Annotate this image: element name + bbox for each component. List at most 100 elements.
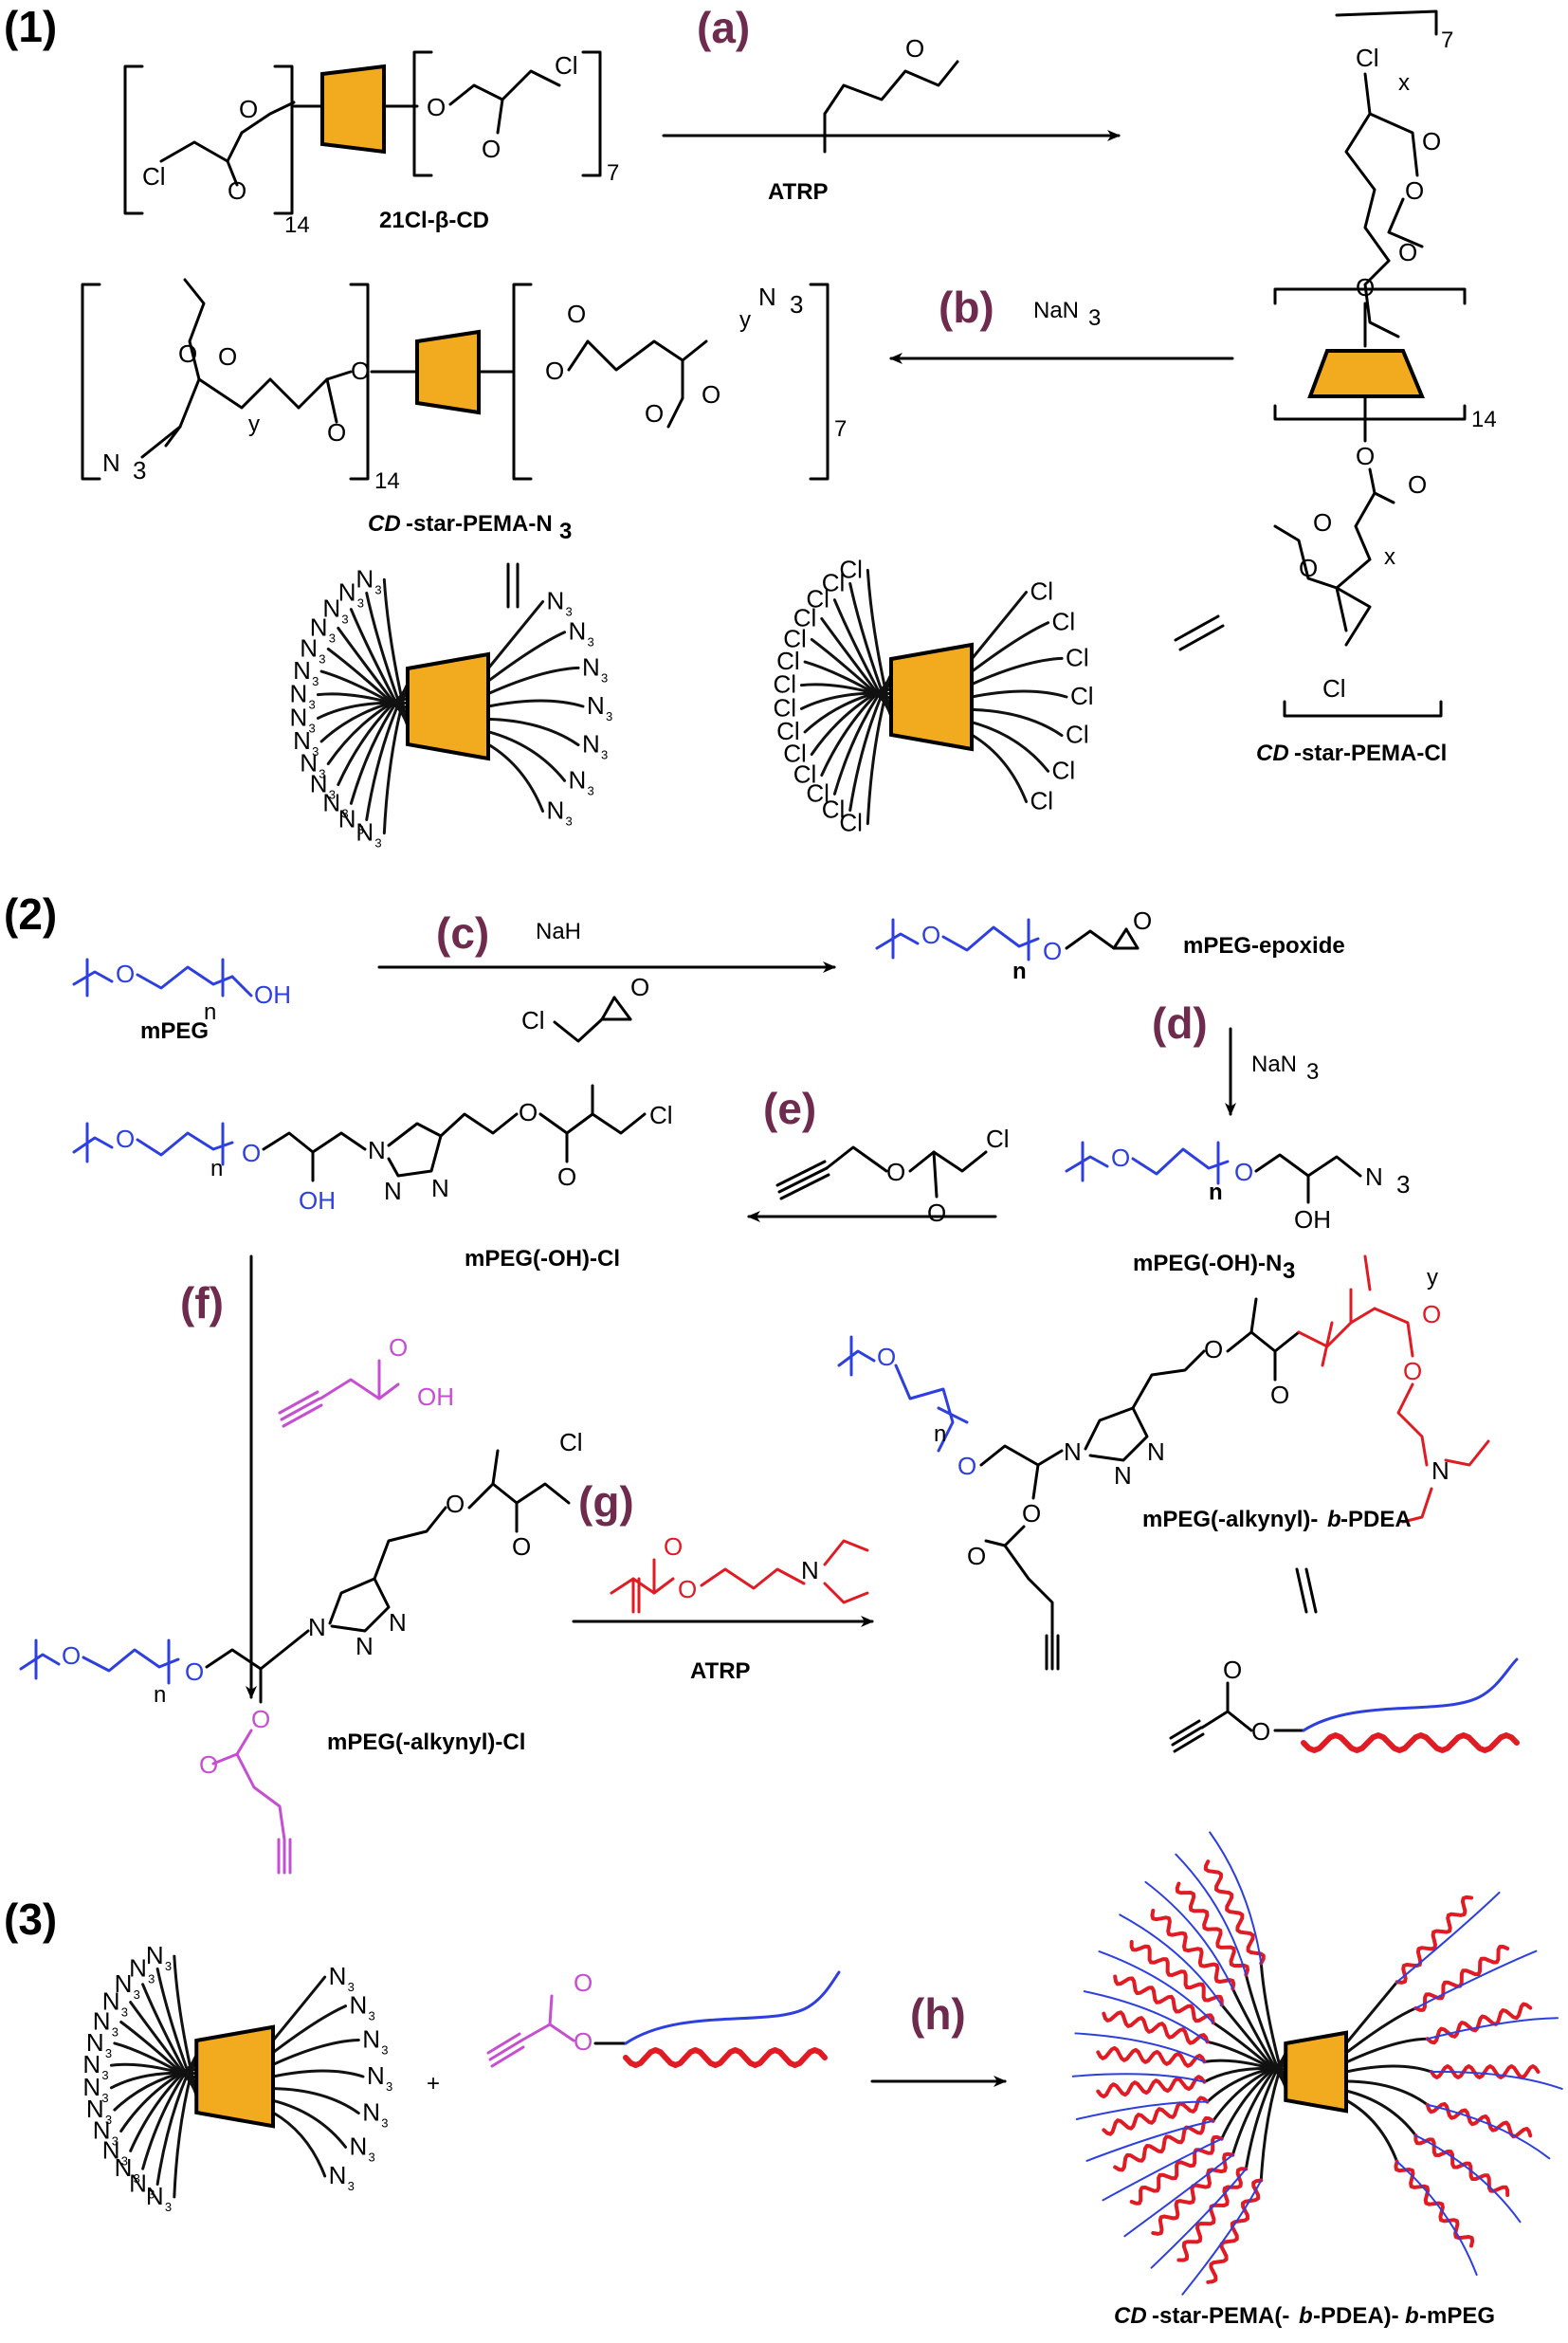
pdea-chain <box>1096 2045 1207 2068</box>
arm-end-label: N <box>310 770 328 798</box>
peg-chain <box>1083 1990 1209 2043</box>
atom-n: N <box>1147 1437 1165 1466</box>
atom-o: O <box>545 357 564 385</box>
cd-core <box>889 642 974 752</box>
atom-o: O <box>218 342 237 371</box>
atom-n: N <box>1064 1437 1082 1466</box>
repeat-y: y <box>248 412 260 437</box>
arm-end-sub: 3 <box>319 767 325 781</box>
block-name-b: b <box>1327 1507 1341 1532</box>
arm-end-label: N <box>293 656 311 685</box>
peg-chain <box>1119 1913 1223 2006</box>
arm-end-label: N <box>82 2073 100 2101</box>
arm-end-label: Cl <box>1030 577 1054 606</box>
arm-end-label: N <box>322 595 340 623</box>
arm-end-sub: 3 <box>381 2116 388 2131</box>
arm-end-sub: 3 <box>348 1980 355 1994</box>
arm-end-sub: 3 <box>381 2042 388 2057</box>
atom-o: O <box>116 1125 135 1153</box>
block-name-post: -PDEA <box>1340 1507 1412 1532</box>
arm-end-sub: 3 <box>308 721 315 735</box>
atom-o: O <box>242 1139 261 1167</box>
atom-n: N <box>1431 1456 1449 1485</box>
arm-end-sub: 3 <box>588 635 594 650</box>
arm-end-label: N <box>547 587 565 615</box>
arm-end-label: N <box>102 1987 120 2016</box>
mpeg-oh-n3-name: mPEG(-OH)-N <box>1133 1251 1282 1276</box>
atom-o: O <box>886 1158 905 1186</box>
polymer-arm <box>1344 2079 1430 2107</box>
cd-star-n3-name-sub: 3 <box>559 519 572 544</box>
mpeg-oh-n3-structure: O n O OH N 3 mPEG(-OH)-N 3 <box>1065 1141 1410 1284</box>
arm-end-label: N <box>322 788 340 816</box>
arm-end-label: N <box>115 1969 133 1998</box>
reagent-nan3-sub: 3 <box>1088 305 1101 331</box>
arm-end-label: N <box>350 1991 368 2020</box>
step-label-e: (e) <box>763 1084 816 1133</box>
polymer-arm <box>970 591 1029 661</box>
arm-end-sub: 3 <box>165 2200 172 2214</box>
polymer-arm <box>271 2087 360 2115</box>
atom-o: O <box>957 1452 976 1480</box>
atom-n: N <box>801 1556 819 1584</box>
repeat-n: n <box>204 999 216 1025</box>
arm-end-sub: 3 <box>588 783 594 797</box>
cd-star-n3-name-prefix: CD <box>368 511 401 537</box>
pdea-chain <box>1395 1895 1473 1985</box>
polymer-arm <box>970 721 1050 773</box>
pdea-chain <box>1413 2133 1510 2197</box>
arm-end-sub: 3 <box>566 605 573 619</box>
arm-end-sub: 3 <box>329 788 336 802</box>
atom-o: O <box>645 399 664 428</box>
equals-mark <box>1304 1567 1318 1614</box>
arm-end-sub: 3 <box>348 2179 355 2193</box>
polymer-arm <box>271 2111 327 2178</box>
pdea-chain <box>1129 1940 1224 2007</box>
mpeg-alkynyl-cl-structure: O n O O O N N N O O Cl mPEG(-alkynyl)-Cl <box>19 1428 583 1875</box>
peg-chain <box>1074 2032 1206 2063</box>
polymer-arm <box>1344 2064 1433 2074</box>
atom-o: O <box>239 95 258 123</box>
cd-core <box>1307 349 1425 398</box>
repeat-y: y <box>1427 1265 1438 1290</box>
atom-o: O <box>1403 1357 1422 1385</box>
peg-chain <box>1426 2103 1551 2160</box>
polymer-arm <box>1344 2006 1417 2055</box>
arm-end-label: N <box>362 2098 380 2127</box>
arm-end-sub: 3 <box>148 1971 155 1986</box>
arm-end-label: N <box>310 613 328 641</box>
arm-end-label: N <box>569 765 587 794</box>
arm-end-label: N <box>362 2024 380 2053</box>
arm-end-label: N <box>129 1953 147 1982</box>
arm-end-label: N <box>93 2007 111 2036</box>
pdea-chain <box>1206 2178 1264 2284</box>
atom-o: O <box>512 1532 531 1561</box>
arm-end-label: Cl <box>1066 721 1089 749</box>
arm-end-label: N <box>338 805 356 833</box>
atom-o: O <box>1422 127 1441 156</box>
arm-end-label: N <box>338 577 356 606</box>
atom-n: N <box>308 1613 326 1641</box>
atom-o: O <box>927 1199 946 1227</box>
atom-o: O <box>1270 1381 1289 1409</box>
arm-end-label: N <box>329 2161 347 2189</box>
arm-end-label: N <box>289 680 307 708</box>
arm-end-label: N <box>93 2115 111 2144</box>
atom-o: O <box>519 1098 538 1126</box>
atom-n: N <box>1114 1461 1132 1490</box>
arm-end-label: Cl <box>1070 682 1094 710</box>
subscript-7: 7 <box>1441 27 1453 53</box>
atom-o: O <box>1422 1300 1441 1328</box>
arm-end-label: Cl <box>1066 643 1089 671</box>
final-star-polymer <box>1071 1831 1563 2296</box>
arm-end-label: N <box>86 2028 104 2057</box>
arm-end-label: Cl <box>806 585 830 613</box>
polymer-arm <box>1344 2089 1417 2137</box>
arm-end-sub: 3 <box>112 2133 119 2148</box>
pdea-chain <box>1151 2151 1235 2236</box>
arm-end-label: Cl <box>1052 608 1076 636</box>
cd-core <box>406 651 490 761</box>
